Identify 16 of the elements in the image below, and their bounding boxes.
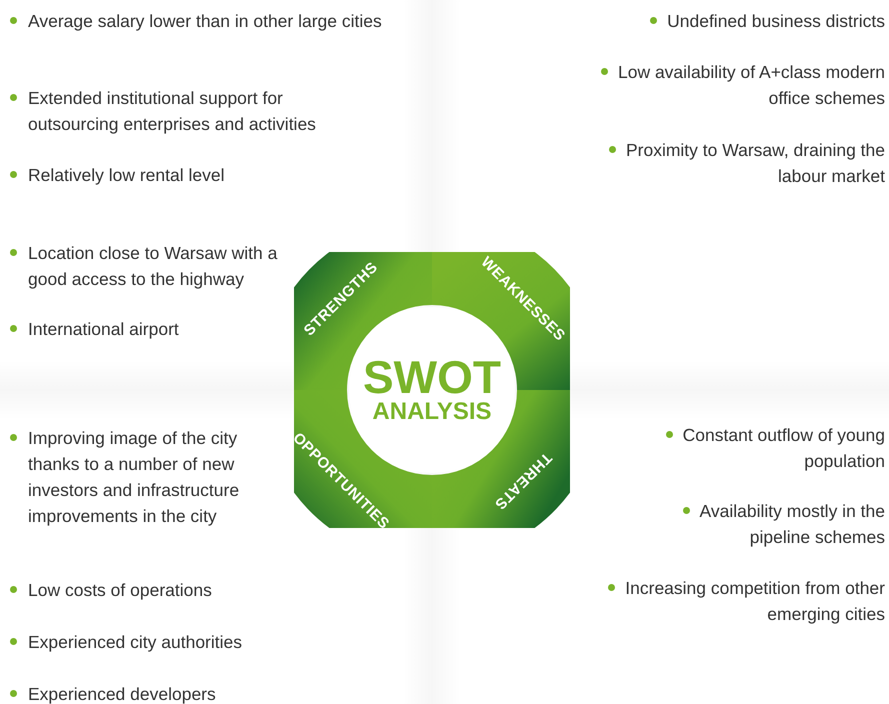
- bullet-point: Location close to Warsaw with a good access to the highway: [8, 240, 283, 292]
- bullet-point: Proximity to Warsaw, draining the labour market: [575, 137, 885, 189]
- bullet-point: Extended institutional support for outsourcing enterprises and activities: [8, 85, 368, 137]
- bullet-point: Experienced developers: [8, 681, 428, 704]
- bullet-point: Improving image of the city thanks to a number of new investors and infrastructure improvements in the city: [8, 425, 268, 529]
- center-subtitle: ANALYSIS: [372, 399, 492, 425]
- bullet-point: Constant outflow of young population: [630, 422, 885, 474]
- bullet-point: Availability mostly in the pipeline schemes: [645, 498, 885, 550]
- bullet-point: Low costs of operations: [8, 577, 428, 603]
- bullet-point: Low availability of A+class modern office schemes: [567, 59, 885, 111]
- bullet-point: Undefined business districts: [585, 8, 885, 34]
- bullet-point: Increasing competition from other emerging cities: [555, 575, 885, 627]
- bullet-point: Average salary lower than in other large cities: [8, 8, 418, 34]
- bullet-point: Relatively low rental level: [8, 162, 428, 188]
- bullet-point: Experienced city authorities: [8, 629, 428, 655]
- center-title: SWOT: [363, 355, 501, 399]
